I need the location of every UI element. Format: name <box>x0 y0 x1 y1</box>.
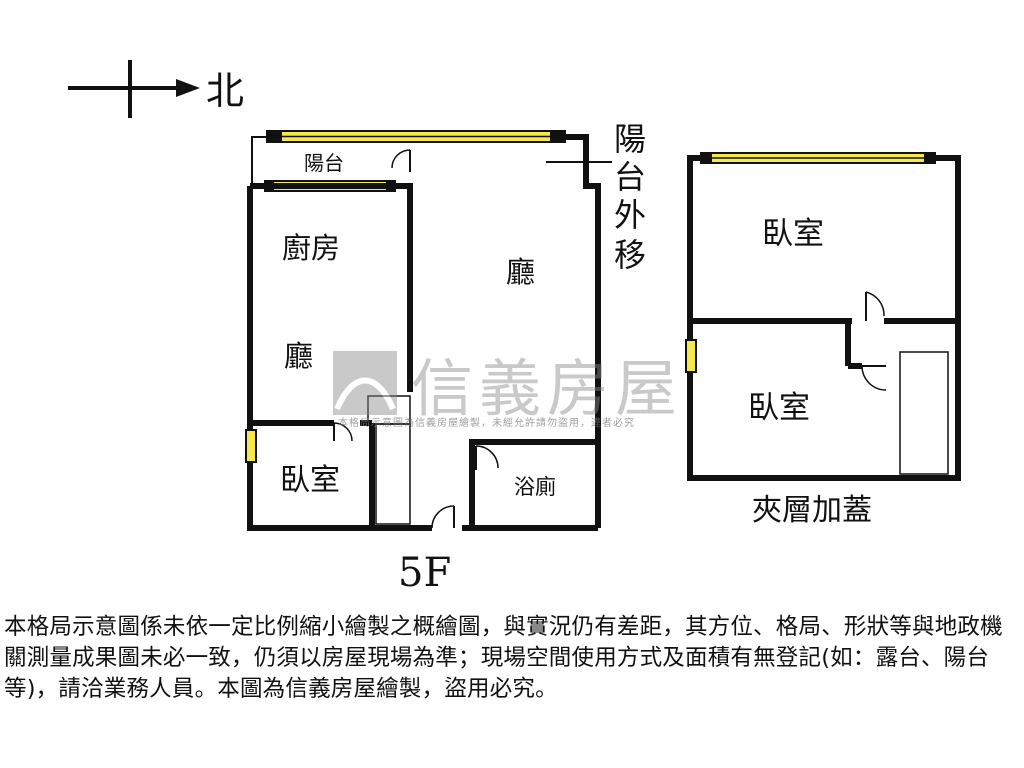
room-label-balcony: 陽台 <box>304 151 344 175</box>
room-label-bedroom-mezz-top: 臥室 <box>762 216 824 252</box>
plan-mezzanine <box>685 152 961 481</box>
balcony-note-1: 陽 <box>614 120 646 158</box>
balcony-note-2: 台 <box>614 158 646 196</box>
watermark-small-text: 本格局示意圖為信義房屋繪製，未經允許請勿盜用，違者必究 <box>338 418 635 429</box>
room-label-living-left: 廳 <box>284 339 313 373</box>
room-label-bedroom-mezz-bottom: 臥室 <box>748 390 810 426</box>
room-label-bathroom: 浴廁 <box>514 475 556 499</box>
north-label: 北 <box>206 69 244 113</box>
plan-5f <box>245 130 601 531</box>
room-label-bedroom-5f: 臥室 <box>280 463 340 498</box>
balcony-note-4: 移 <box>614 236 646 274</box>
room-label-kitchen: 廚房 <box>282 231 340 265</box>
disclaimer-text: 本格局示意圖係未依一定比例縮小繪製之概繪圖，與實況仍有差距，其方位、格局、形狀等… <box>4 614 1003 702</box>
floor-label-mezzanine: 夾層加蓋 <box>752 493 872 528</box>
floor-label-5f: 5F <box>398 550 451 596</box>
north-arrow-icon <box>68 60 200 118</box>
floor-plan: 北 <box>68 60 961 596</box>
balcony-note-3: 外 <box>614 196 646 234</box>
room-label-living-main: 廳 <box>506 255 535 289</box>
